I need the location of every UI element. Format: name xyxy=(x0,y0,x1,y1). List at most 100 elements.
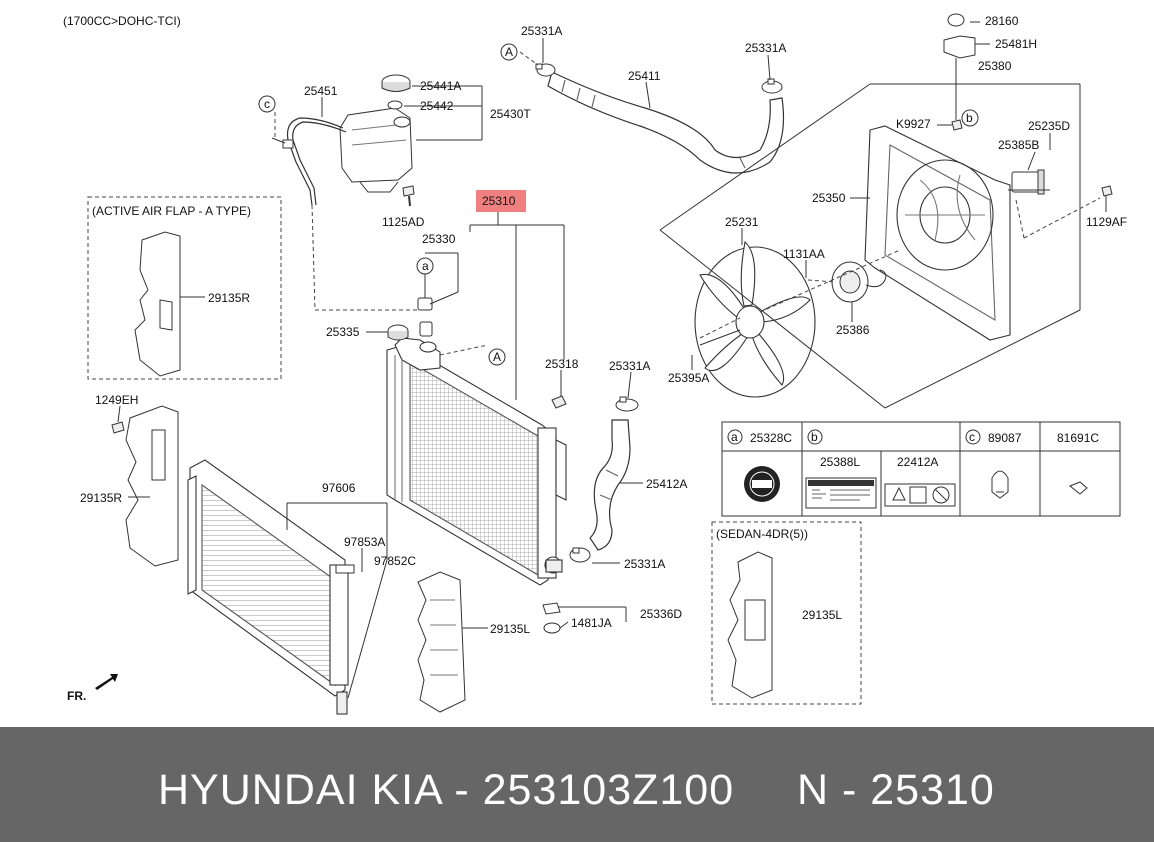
drain-plug[interactable] xyxy=(542,602,561,634)
air-guard-29135l-sedan[interactable] xyxy=(727,551,773,699)
highlight-25310 xyxy=(476,190,526,212)
resistor-25385b[interactable] xyxy=(1011,169,1045,195)
legend-b-part1[interactable]: 25388L xyxy=(820,455,860,469)
clip-89087-icon xyxy=(991,470,1009,499)
label-29135r-2[interactable]: 29135R xyxy=(80,491,122,505)
upper-hose[interactable] xyxy=(547,71,785,174)
label-25318[interactable]: 25318 xyxy=(545,357,579,371)
front-arrow-icon xyxy=(95,674,118,690)
warning-label-icon xyxy=(805,477,877,509)
air-guard-29135r-top[interactable] xyxy=(134,231,181,377)
label-29135l-1[interactable]: 29135L xyxy=(490,622,530,636)
label-1131aa[interactable]: 1131AA xyxy=(783,247,825,261)
radiator[interactable] xyxy=(386,337,567,586)
label-28160[interactable]: 28160 xyxy=(985,14,1019,28)
label-29135r-1[interactable]: 29135R xyxy=(208,291,250,305)
label-25331a-4[interactable]: 25331A xyxy=(624,557,665,571)
label-97853a[interactable]: 97853A xyxy=(344,535,385,549)
bolt-25318[interactable] xyxy=(551,395,567,409)
label-25310[interactable]: 25310 xyxy=(482,194,516,208)
label-97606[interactable]: 97606 xyxy=(322,481,356,495)
callout-a-upper: A xyxy=(505,45,513,59)
active-air-flap-box xyxy=(87,196,282,380)
label-25395a[interactable]: 25395A xyxy=(668,371,709,385)
label-sticker-icon xyxy=(744,466,780,502)
label-25385b[interactable]: 25385B xyxy=(998,138,1039,152)
legend-c-part[interactable]: 89087 xyxy=(988,431,1022,445)
leader-lines xyxy=(117,21,1107,699)
cooling-fan[interactable] xyxy=(694,240,816,398)
bracket-25481h[interactable] xyxy=(943,35,976,59)
fr-label: FR. xyxy=(67,689,86,703)
air-guard-29135l[interactable] xyxy=(417,571,466,713)
label-97852c[interactable]: 97852C xyxy=(374,554,416,568)
clip-81691c-icon xyxy=(1069,481,1088,495)
reservoir-cap-28160[interactable] xyxy=(947,13,965,27)
label-1481ja[interactable]: 1481JA xyxy=(571,616,612,630)
label-25331a-2[interactable]: 25331A xyxy=(745,41,786,55)
callout-c: c xyxy=(264,97,270,111)
reservoir-cap[interactable] xyxy=(381,74,411,92)
label-k9927[interactable]: K9927 xyxy=(896,117,931,131)
footer-bar: HYUNDAI KIA - 253103Z100 N - 25310 xyxy=(0,727,1154,842)
label-25231[interactable]: 25231 xyxy=(725,215,759,229)
label-25350[interactable]: 25350 xyxy=(812,191,846,205)
coolant-reservoir[interactable] xyxy=(339,107,413,193)
callout-a-small: a xyxy=(422,259,429,273)
condenser[interactable] xyxy=(187,459,349,715)
label-25330[interactable]: 25330 xyxy=(422,232,456,246)
label-25335[interactable]: 25335 xyxy=(326,325,360,339)
active-air-flap-title: (ACTIVE AIR FLAP - A TYPE) xyxy=(92,204,251,218)
callout-a-lower: A xyxy=(493,350,501,364)
bolt-1129af xyxy=(1101,185,1113,197)
sedan-box xyxy=(711,521,862,705)
label-25442[interactable]: 25442 xyxy=(420,99,454,113)
label-25235d[interactable]: 25235D xyxy=(1028,119,1070,133)
lower-hose[interactable] xyxy=(589,419,631,551)
hose-clamp-upper-right[interactable] xyxy=(761,78,783,94)
legend-b-part2[interactable]: 22412A xyxy=(897,455,938,469)
label-25331a-3[interactable]: 25331A xyxy=(609,359,650,373)
bracket-97853a[interactable] xyxy=(335,564,355,574)
label-25441a[interactable]: 25441A xyxy=(420,79,461,93)
label-25451[interactable]: 25451 xyxy=(304,84,338,98)
callout-circles xyxy=(258,43,979,366)
legend-a-part[interactable]: 25328C xyxy=(750,431,792,445)
label-25386[interactable]: 25386 xyxy=(836,323,870,337)
sedan-title: (SEDAN-4DR(5)) xyxy=(716,527,808,541)
oem-number: N - 25310 xyxy=(797,766,995,814)
label-25481h[interactable]: 25481H xyxy=(995,37,1037,51)
label-1129af[interactable]: 1129AF xyxy=(1086,215,1127,229)
part-number-title: HYUNDAI KIA - 253103Z100 xyxy=(158,766,735,814)
legend-d-part[interactable]: 81691C xyxy=(1057,431,1099,445)
fan-motor-25386[interactable] xyxy=(831,261,887,303)
bolt-1249eh[interactable] xyxy=(111,421,125,434)
fan-shroud[interactable] xyxy=(864,125,1011,341)
bolt-1125ad[interactable] xyxy=(402,185,415,207)
label-29135l-2[interactable]: 29135L xyxy=(802,608,842,622)
label-1125ad[interactable]: 1125AD xyxy=(382,215,425,229)
callout-b: b xyxy=(966,111,973,125)
legend-c-letter: c xyxy=(969,430,975,444)
cap-seal xyxy=(387,100,403,110)
label-25411[interactable]: 25411 xyxy=(628,69,661,83)
label-25412a[interactable]: 25412A xyxy=(646,477,687,491)
label-25336d[interactable]: 25336D xyxy=(640,607,682,621)
parts-diagram: (1700CC>DOHC-TCI) xyxy=(63,13,1127,715)
label-25331a-1[interactable]: 25331A xyxy=(521,24,562,38)
hose-clamp-lower-bottom[interactable] xyxy=(569,547,591,563)
engine-note: (1700CC>DOHC-TCI) xyxy=(63,14,181,28)
radiator-cap[interactable] xyxy=(387,324,409,341)
hose-clamp-lower-top[interactable] xyxy=(615,396,639,412)
legend-b-letter: b xyxy=(811,430,818,444)
dashed-leaders xyxy=(274,51,1101,356)
label-25430t[interactable]: 25430T xyxy=(490,107,531,121)
label-25380[interactable]: 25380 xyxy=(978,59,1012,73)
air-guard-29135r[interactable] xyxy=(125,405,179,567)
nut-k9927 xyxy=(951,119,963,131)
caution-label-icon xyxy=(884,483,956,507)
label-1249eh[interactable]: 1249EH xyxy=(95,393,138,407)
overflow-hose[interactable] xyxy=(286,117,347,206)
hose-clamp-upper-left[interactable] xyxy=(535,63,556,77)
